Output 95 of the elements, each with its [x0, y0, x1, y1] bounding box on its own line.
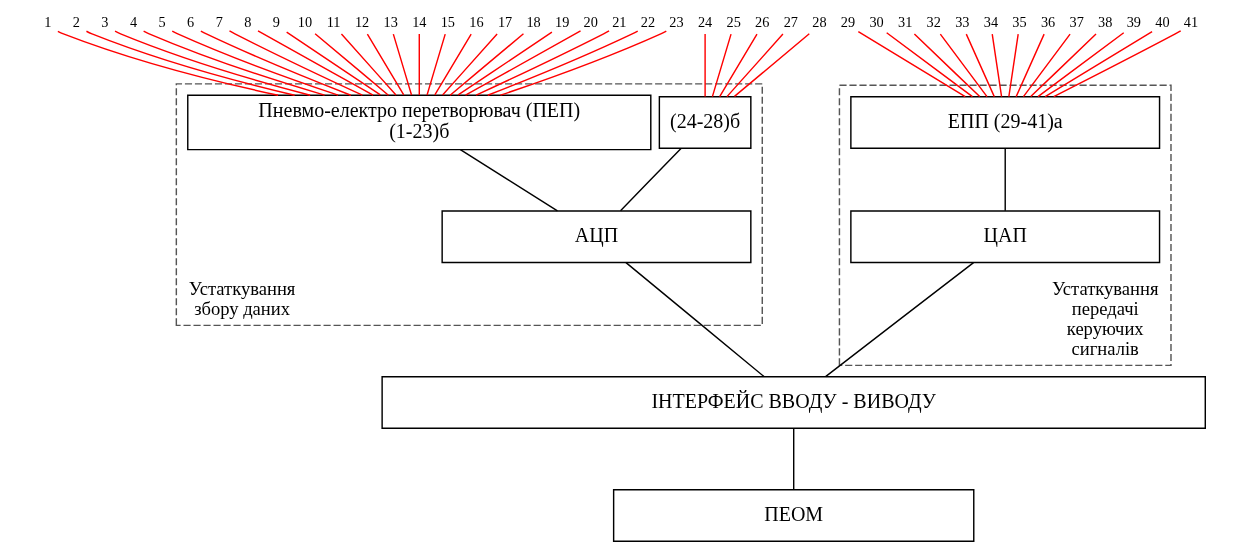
node-text: 27 — [783, 14, 798, 31]
node-text: 24 — [697, 14, 712, 31]
connector — [733, 33, 810, 98]
node-text: 19 — [554, 14, 569, 31]
node-text: 4 — [129, 14, 137, 31]
connector — [991, 33, 1002, 98]
node-text: 5 — [157, 14, 166, 31]
connector — [939, 33, 988, 98]
connector — [711, 33, 732, 98]
connector — [1007, 33, 1019, 98]
connector — [486, 30, 638, 96]
node-text: 29 — [840, 14, 855, 31]
node-text: 39 — [1126, 14, 1141, 31]
connector — [1004, 147, 1006, 212]
node-text: 23 — [668, 14, 684, 31]
node-text: 14 — [411, 14, 426, 31]
connector — [199, 30, 352, 96]
connector — [285, 31, 381, 96]
node-text: 17 — [497, 14, 512, 31]
connector — [725, 33, 784, 98]
node-text: 34 — [983, 14, 998, 31]
node-text: 13 — [383, 14, 398, 31]
connector — [792, 427, 794, 491]
node-text: 38 — [1097, 14, 1112, 31]
node-text: 37 — [1069, 14, 1084, 31]
node-text: 30 — [868, 14, 884, 31]
connector — [340, 33, 397, 96]
node-text: 41 — [1183, 14, 1198, 31]
connector — [1036, 32, 1124, 98]
node-box: ЦАП — [849, 210, 1160, 264]
connector — [418, 33, 420, 96]
connector — [228, 30, 363, 96]
node-text: 20 — [583, 14, 598, 31]
connector — [499, 30, 667, 96]
connector — [703, 33, 706, 98]
connector — [171, 30, 339, 96]
node-box: ІНТЕРФЕЙС ВВОДУ - ВИВОДУ — [380, 376, 1206, 429]
node-box: ПЕОМ — [612, 489, 974, 542]
node-text: 25 — [726, 14, 741, 31]
connector — [459, 149, 558, 212]
node-text: 11 — [326, 14, 340, 31]
connector — [425, 33, 446, 96]
node-text: 40 — [1154, 14, 1170, 31]
connector — [1014, 33, 1045, 98]
node-box: ЕПП (29-41)а — [849, 96, 1160, 149]
connector — [313, 33, 389, 96]
node-text: 22 — [640, 14, 655, 31]
connector — [56, 30, 279, 96]
node-box: Пневмо-електро перетворювач (ПЕП) (1-23)б — [186, 94, 651, 151]
connector — [1022, 33, 1071, 98]
node-text: 18 — [525, 14, 541, 31]
connector — [1052, 30, 1181, 98]
node-text: 7 — [215, 14, 223, 31]
connector — [392, 33, 412, 96]
connector — [718, 33, 758, 98]
connector — [441, 33, 498, 96]
node-text: 32 — [926, 14, 941, 31]
connector — [456, 31, 553, 96]
connector — [1029, 33, 1097, 98]
node-text: 10 — [297, 14, 312, 31]
node-text: 3 — [100, 14, 108, 31]
node-text: 33 — [954, 14, 969, 31]
connector — [1043, 30, 1153, 98]
node-text: 31 — [897, 14, 912, 31]
connector — [464, 30, 581, 96]
node-text: 1 — [43, 14, 51, 31]
node-text: 15 — [440, 14, 455, 31]
connector — [433, 33, 472, 96]
connector — [366, 33, 404, 96]
node-text: 9 — [272, 14, 280, 31]
connector — [857, 30, 966, 98]
connector — [256, 30, 374, 96]
connector — [619, 147, 682, 212]
node-text: 26 — [754, 14, 769, 31]
node-box: АЦП — [440, 210, 752, 264]
node-text: 36 — [1040, 14, 1055, 31]
node-text: 16 — [468, 14, 484, 31]
connector — [824, 261, 974, 378]
node-text: 12 — [354, 14, 369, 31]
node-text: 2 — [72, 14, 80, 31]
node-text: 21 — [611, 14, 626, 31]
connector — [448, 33, 524, 96]
connector — [885, 32, 973, 98]
node-text: 6 — [186, 14, 194, 31]
connector — [913, 33, 980, 98]
node-text: 35 — [1011, 14, 1027, 31]
node-box: (24-28)б — [658, 96, 752, 149]
connector — [624, 261, 765, 378]
connector — [142, 30, 325, 96]
node-text: 8 — [243, 14, 251, 31]
connector — [113, 30, 311, 96]
connector — [474, 30, 610, 96]
connector — [965, 33, 995, 98]
node-text: 28 — [811, 14, 827, 31]
connector — [85, 30, 295, 96]
